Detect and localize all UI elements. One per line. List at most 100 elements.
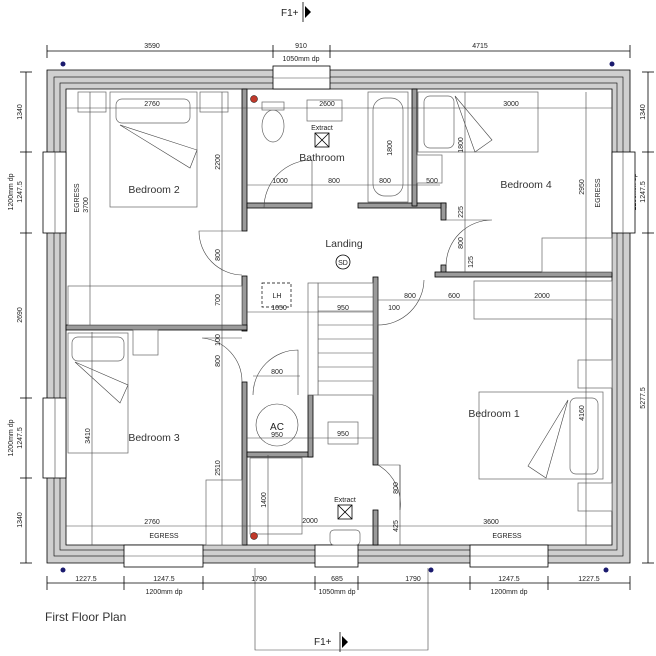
- dim-label: 800: [215, 355, 222, 367]
- loft-hatch: [261, 282, 292, 308]
- dim-label: 1050mm dp: [283, 56, 320, 63]
- dim-label: 1000: [272, 178, 288, 185]
- airing-cupboard-cylinder: [255, 403, 299, 447]
- window-left-lower: [42, 397, 67, 479]
- extract-fan-icon: [337, 504, 353, 520]
- extract-fan-icon: [314, 132, 330, 148]
- window-right: [611, 151, 636, 234]
- dim-label: 800: [271, 369, 283, 376]
- dim-label: 100: [388, 305, 400, 312]
- dim-label: 2760: [144, 519, 160, 526]
- dim-label: 950: [337, 431, 349, 438]
- door-bedroom2: [198, 230, 243, 276]
- door-bathroom: [263, 159, 313, 209]
- staircase: [307, 282, 374, 396]
- door-airing-cupboard: [252, 349, 299, 396]
- smoke-detector-label: SD: [338, 260, 348, 267]
- dim-label: 950: [271, 432, 283, 439]
- dim-label: 1790: [405, 576, 421, 583]
- dimension-top: 3590 910 1050mm dp 4715: [46, 43, 631, 63]
- dim-label: 2600: [319, 101, 335, 108]
- airing-cupboard-label: AC: [270, 422, 284, 433]
- dim-label: 2690: [17, 307, 24, 323]
- doors: [198, 159, 493, 511]
- shower: [249, 457, 303, 535]
- section-marker-bottom: F1+: [254, 568, 429, 652]
- dim-label: 3700: [83, 197, 90, 213]
- dim-label: 1247.5: [153, 576, 175, 583]
- dim-label: 3590: [144, 43, 160, 50]
- dim-label: 685: [331, 576, 343, 583]
- dim-label: 3410: [85, 428, 92, 444]
- egress-label: EGRESS: [595, 178, 602, 208]
- egress-label: EGRESS: [74, 183, 81, 213]
- boiler-icon: [250, 95, 258, 103]
- bathtub: [367, 91, 409, 203]
- room-labels: Bedroom 2 Bathroom Bedroom 4 Landing Bed…: [128, 152, 552, 444]
- bedside-table: [577, 359, 613, 389]
- bed-bedroom1: [478, 391, 604, 480]
- room-label-bedroom2: Bedroom 2: [128, 184, 180, 196]
- bed-bedroom2: [109, 91, 198, 208]
- room-label-bedroom4: Bedroom 4: [500, 179, 552, 191]
- dim-label: 1247.5: [17, 427, 24, 449]
- dim-label: 1800: [387, 140, 394, 156]
- dim-label: 4160: [579, 405, 586, 421]
- section-marker-top: F1+: [281, 2, 311, 22]
- window-left-upper: [42, 151, 67, 234]
- dim-label: 910: [295, 43, 307, 50]
- dim-label: 1050: [271, 305, 287, 312]
- dim-label: 1247.5: [640, 181, 647, 203]
- door-bedroom4: [445, 219, 493, 266]
- cupboard-unit: [327, 421, 359, 445]
- bedside-table: [77, 91, 107, 113]
- dim-label: 1340: [17, 512, 24, 528]
- wardrobe-bedroom3: [205, 479, 243, 546]
- door-bedroom1: [377, 279, 425, 326]
- bedside-table: [199, 91, 229, 113]
- dim-label: 1800: [458, 137, 465, 153]
- dim-label: 800: [379, 178, 391, 185]
- room-label-bedroom1: Bedroom 1: [468, 408, 520, 420]
- dim-label: 1247.5: [17, 181, 24, 203]
- dim-label: 2200: [215, 154, 222, 170]
- extract-label: Extract: [334, 497, 356, 504]
- dim-label: 950: [337, 305, 349, 312]
- toilet: [261, 101, 285, 143]
- dim-label: 2950: [579, 179, 586, 195]
- dim-label: 800: [393, 482, 400, 494]
- dim-label: 1340: [640, 104, 647, 120]
- dim-label: 2760: [144, 101, 160, 108]
- egress-labels: EGRESS EGRESS EGRESS EGRESS: [74, 178, 602, 540]
- internal-dimension-lines: [66, 92, 612, 545]
- downpipe-icon: [603, 567, 609, 573]
- downpipe-icon: [60, 567, 66, 573]
- dim-label: 1247.5: [498, 576, 520, 583]
- egress-label: EGRESS: [149, 533, 179, 540]
- dim-label: 2000: [302, 518, 318, 525]
- boiler-icon: [250, 532, 258, 540]
- dim-label: 1200mm dp: [146, 589, 183, 596]
- bed-bedroom3: [67, 332, 129, 454]
- fixtures: Extract Extract SD LH AC: [250, 95, 356, 540]
- room-label-bathroom: Bathroom: [299, 152, 345, 164]
- dim-label: 600: [448, 293, 460, 300]
- dim-label: 1200mm dp: [491, 589, 528, 596]
- internal-walls: [65, 88, 613, 546]
- dim-label: 500: [426, 178, 438, 185]
- room-label-landing: Landing: [325, 238, 363, 250]
- internal-dimension-labels: 2760 2600 3000 1000 800 800 500 1800 180…: [83, 101, 586, 532]
- dim-label: 2000: [534, 293, 550, 300]
- door-bedroom3: [201, 337, 243, 383]
- downpipe-icon: [609, 61, 615, 67]
- downpipes: [60, 61, 615, 573]
- dimension-right: 1340 1247.5 1200mm dp 5277.5: [631, 71, 654, 564]
- downpipe-icon: [428, 567, 434, 573]
- dim-label: 800: [215, 249, 222, 261]
- dim-label: 125: [468, 256, 475, 268]
- windows: [42, 65, 636, 568]
- downpipe-icon: [60, 61, 66, 67]
- dim-label: 1400: [261, 492, 268, 508]
- dim-label: 1050mm dp: [319, 589, 356, 596]
